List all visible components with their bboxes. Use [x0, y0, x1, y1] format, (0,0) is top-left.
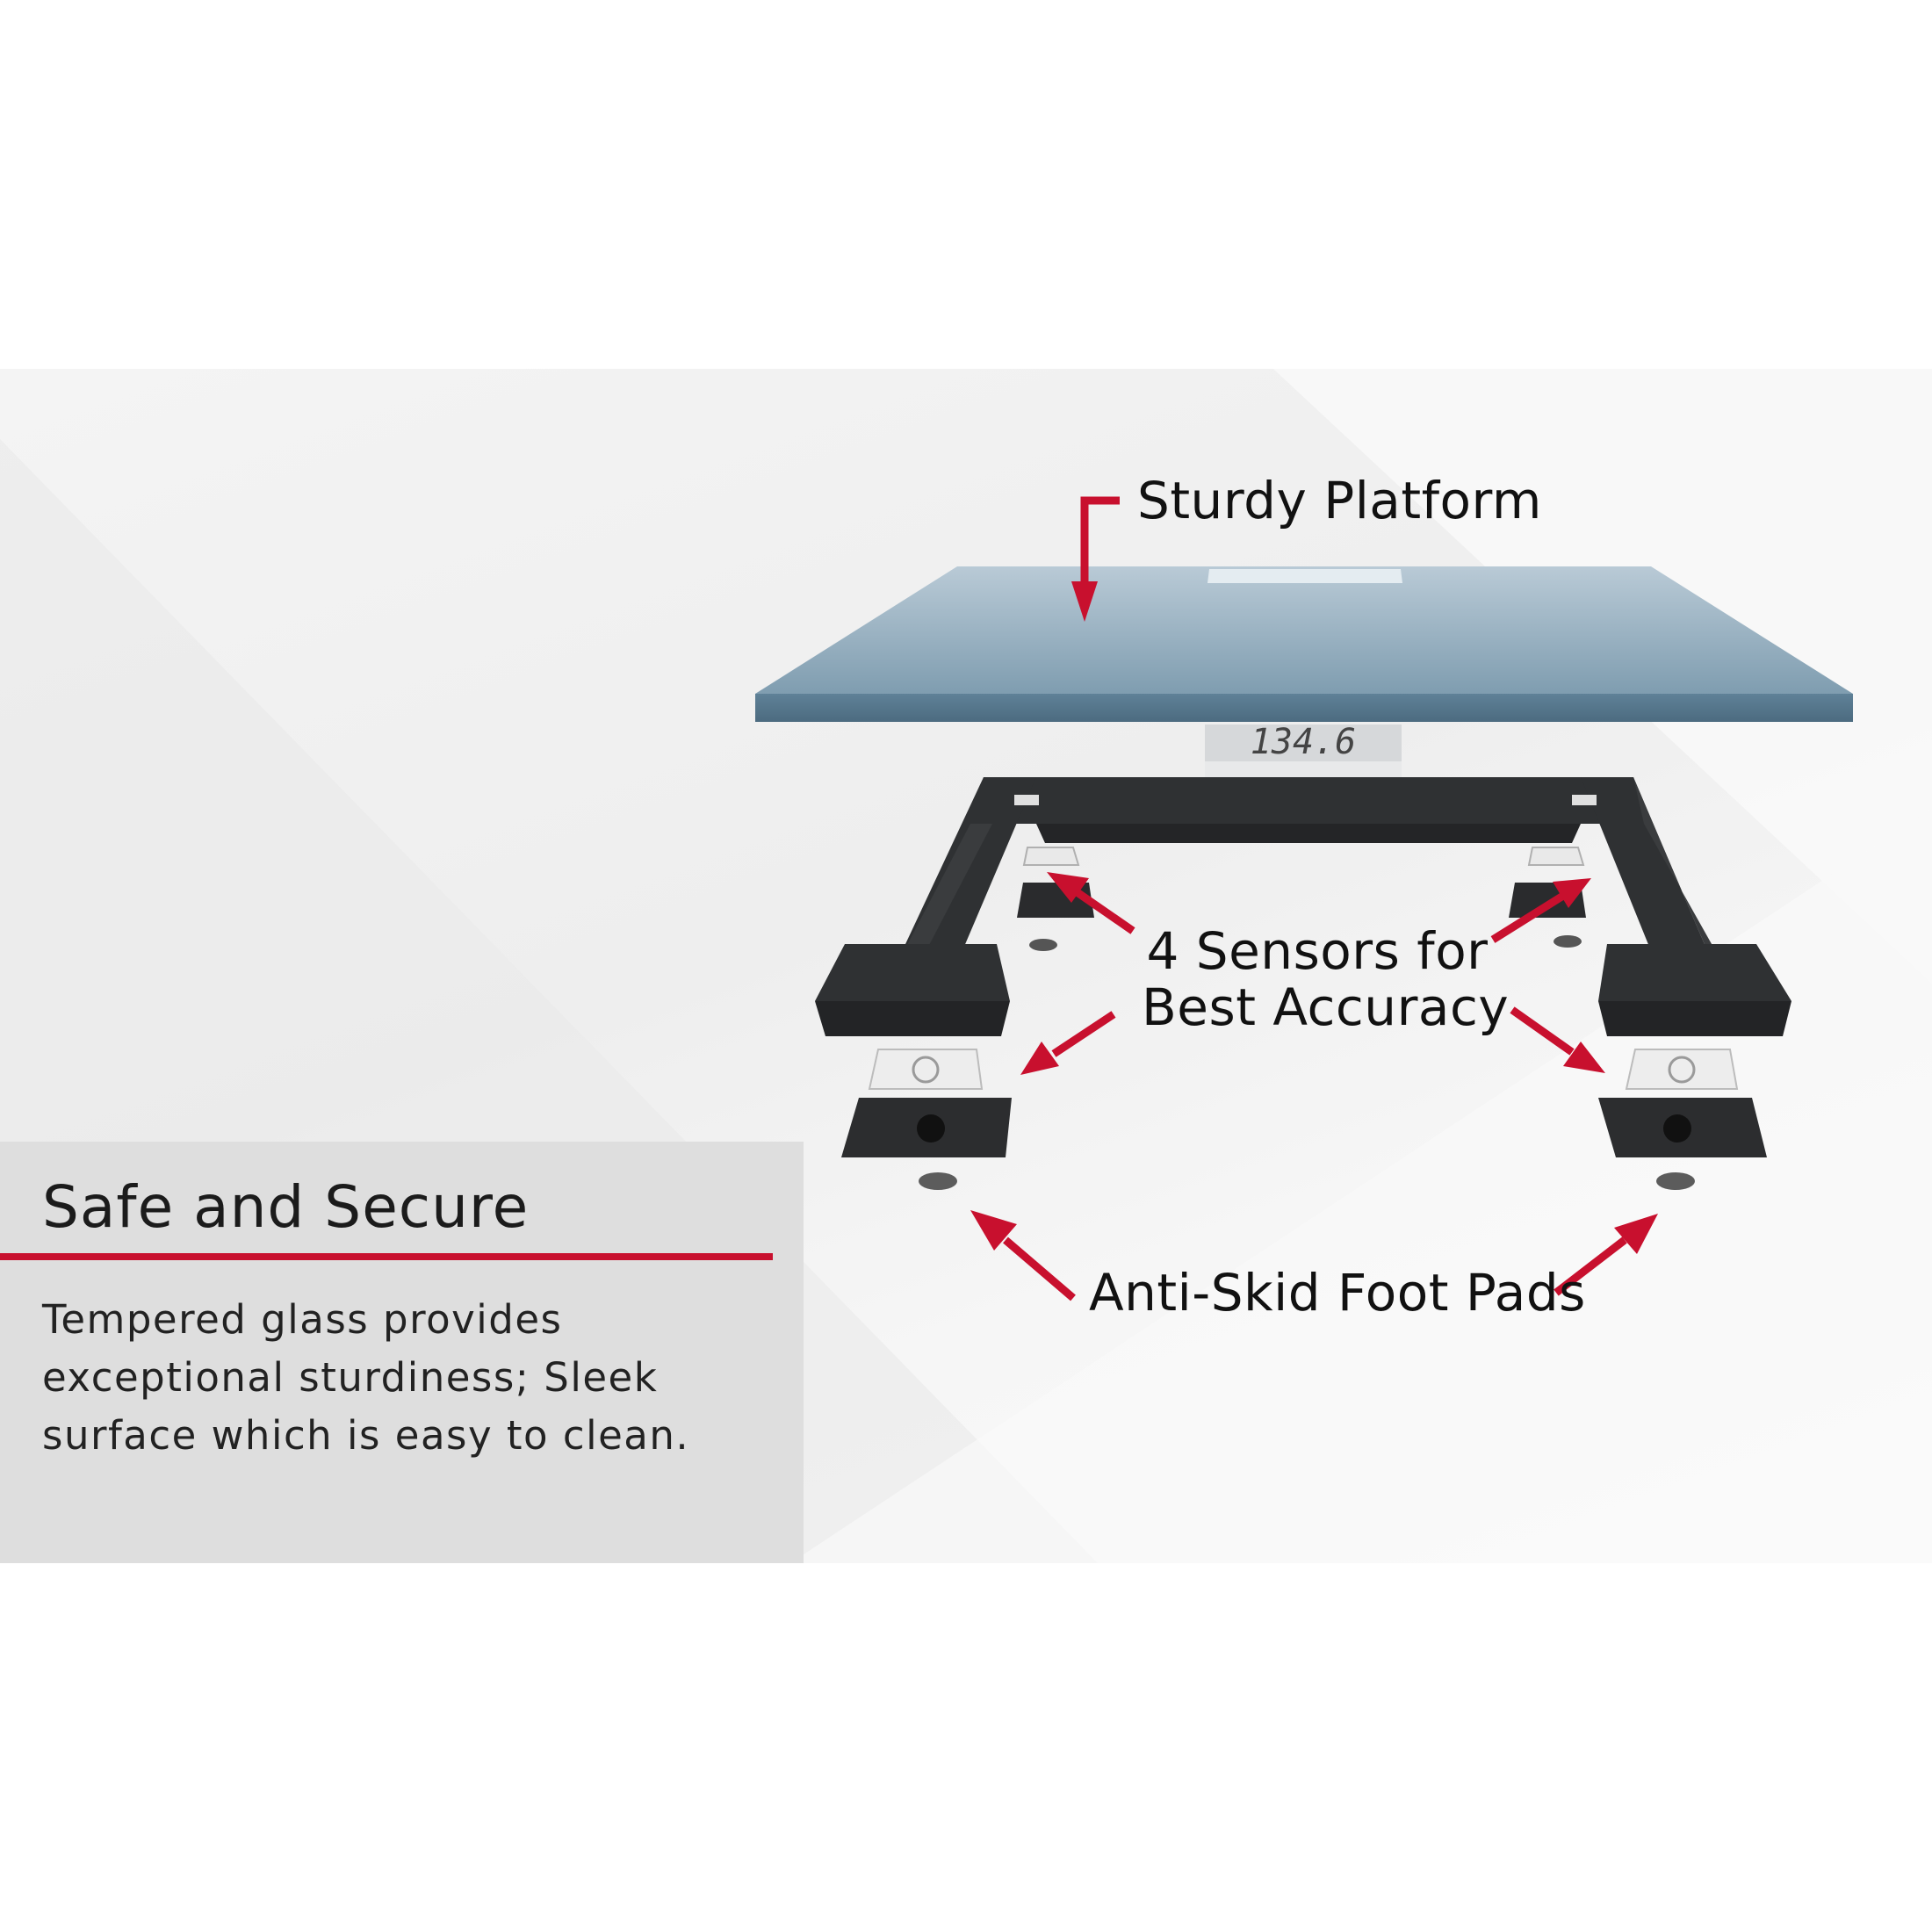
callout-foot-pads: Anti-Skid Foot Pads — [1089, 1263, 1586, 1323]
info-body-line: exceptional sturdiness; Sleek — [42, 1354, 659, 1401]
arrow-sensor-lower-right — [1510, 1006, 1605, 1073]
lcd-display — [1205, 724, 1402, 779]
display-window — [1208, 569, 1402, 583]
arrow-sensor-upper-left — [1047, 872, 1135, 934]
glass-platform — [755, 566, 1853, 722]
base-frame — [815, 777, 1791, 1036]
callout-sensors-line2: Best Accuracy — [1142, 977, 1510, 1037]
arrow-footpad-right — [1554, 1214, 1658, 1296]
foot-pad-left — [841, 1049, 1012, 1190]
arrow-footpad-left — [970, 1210, 1076, 1301]
info-body-line: surface which is easy to clean. — [42, 1412, 690, 1459]
arrow-sensor-upper-right — [1490, 878, 1591, 943]
display-readout: 134.6 — [1251, 722, 1356, 762]
info-body-line: Tempered glass provides — [42, 1296, 563, 1343]
callout-sensors: 4 Sensors for Best Accuracy — [1142, 921, 1510, 1037]
info-divider — [0, 1253, 773, 1260]
callout-arrows — [970, 496, 1658, 1301]
callout-sturdy-platform: Sturdy Platform — [1137, 471, 1542, 530]
arrow-sensor-lower-left — [1020, 1011, 1116, 1075]
foot-pad-right — [1598, 1049, 1767, 1190]
arrow-platform — [1071, 496, 1120, 622]
info-heading: Safe and Secure — [42, 1173, 530, 1241]
callout-sensors-line1: 4 Sensors for — [1146, 921, 1489, 981]
info-panel — [0, 1142, 804, 1563]
info-body: Tempered glass provides exceptional stur… — [42, 1291, 762, 1465]
